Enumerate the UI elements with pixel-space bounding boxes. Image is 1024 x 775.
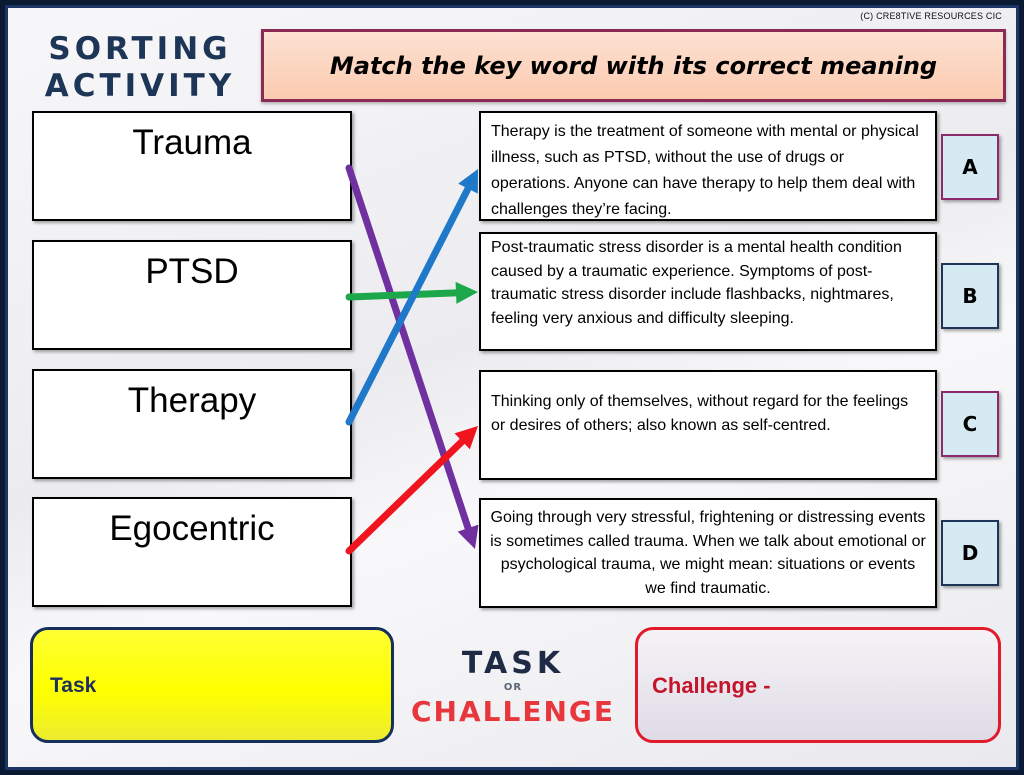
arrow-therapy-to-a (345, 185, 472, 426)
task-box[interactable]: Task (30, 627, 394, 743)
definition-card-a[interactable]: Therapy is the treatment of someone with… (479, 111, 937, 221)
arrowhead-c (454, 426, 478, 450)
keyword-label: Trauma (132, 123, 252, 162)
arrowhead-a (458, 169, 478, 194)
arrow-trauma-to-d (345, 164, 472, 532)
instruction-banner: Match the key word with its correct mean… (261, 29, 1006, 102)
instruction-text: Match the key word with its correct mean… (329, 51, 938, 80)
challenge-label: Challenge - (652, 673, 771, 698)
arrowhead-b (455, 281, 478, 304)
keyword-card-therapy[interactable]: Therapy (32, 369, 352, 479)
keyword-label: Egocentric (109, 509, 275, 548)
letter-box-a: A (941, 134, 999, 200)
slide: (C) CRE8TIVE RESOURCES CIC SORTING ACTIV… (5, 5, 1019, 770)
letter-box-b: B (941, 263, 999, 329)
arrow-egocentric-to-c (345, 437, 466, 555)
copyright-text: (C) CRE8TIVE RESOURCES CIC (860, 11, 1002, 21)
keyword-card-trauma[interactable]: Trauma (32, 111, 352, 221)
task-label: Task (50, 674, 97, 697)
logo-task-text: TASK (461, 646, 565, 681)
title-activity: ACTIVITY (44, 68, 236, 104)
title-sorting: SORTING (48, 31, 232, 67)
keyword-card-ptsd[interactable]: PTSD (32, 240, 352, 350)
definition-card-b[interactable]: Post-traumatic stress disorder is a ment… (479, 232, 937, 351)
letter-box-d: D (941, 520, 999, 586)
keyword-label: Therapy (127, 381, 257, 420)
keyword-label: PTSD (145, 252, 239, 291)
definition-card-c[interactable]: Thinking only of themselves, without reg… (479, 370, 937, 480)
arrow-ptsd-to-b (345, 289, 460, 301)
definition-card-d[interactable]: Going through very stressful, frightenin… (479, 498, 937, 608)
arrowhead-d (457, 524, 479, 549)
logo-challenge-text: CHALLENGE (410, 695, 615, 728)
letter-box-c: C (941, 391, 999, 457)
challenge-box[interactable]: Challenge - (635, 627, 1001, 743)
logo-or-text: OR (503, 682, 523, 693)
keyword-card-egocentric[interactable]: Egocentric (32, 497, 352, 607)
